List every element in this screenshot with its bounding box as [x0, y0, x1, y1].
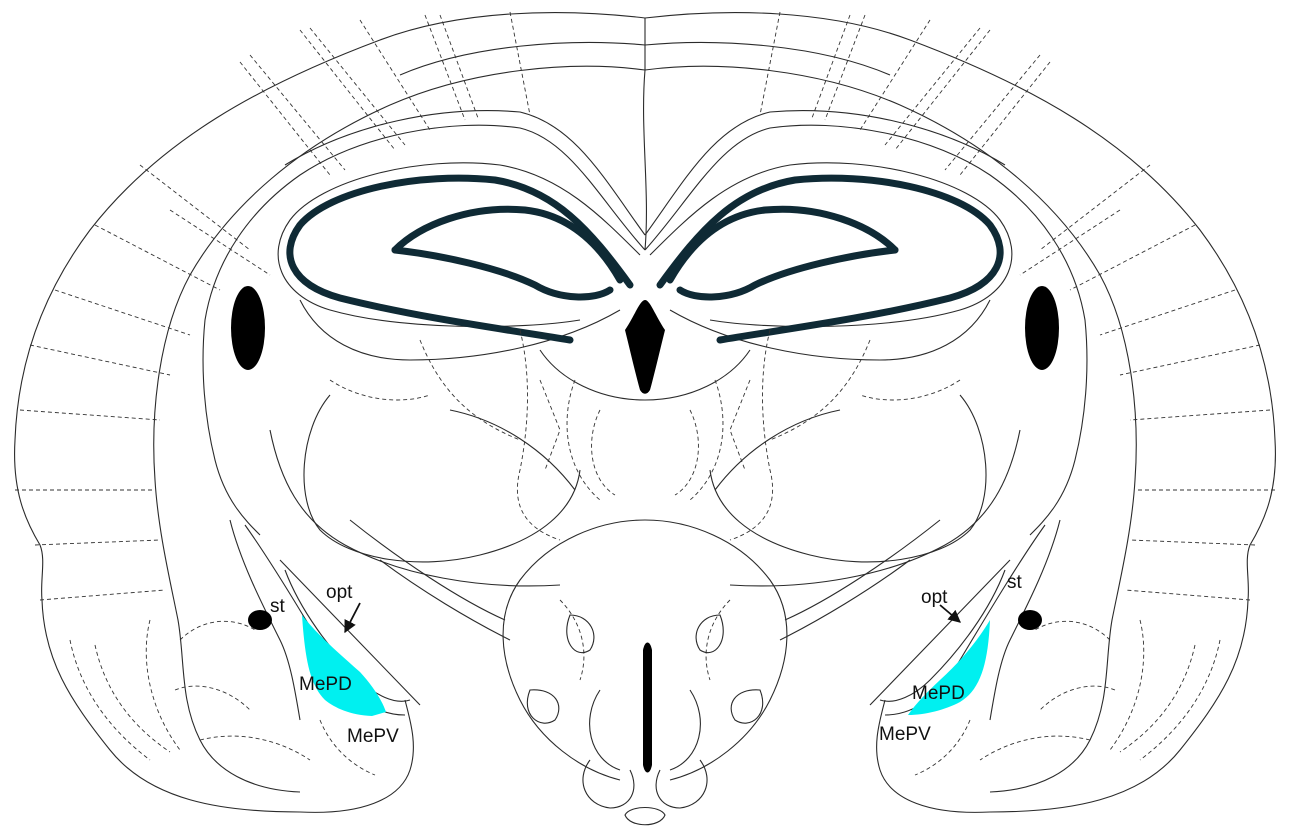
left-stria-terminalis	[248, 610, 272, 630]
third-ventricle	[625, 300, 665, 394]
left-mepd-region	[302, 615, 386, 716]
left-opt-arrow	[345, 603, 360, 632]
left-lateral-ventricle	[231, 286, 265, 370]
left-st-label: st	[270, 596, 286, 617]
left-mepd-label: MePD	[299, 674, 352, 695]
right-mepv-label: MePV	[879, 724, 931, 745]
right-st-label: st	[1007, 572, 1023, 593]
midline	[625, 18, 665, 825]
ventral-third-ventricle	[643, 643, 652, 773]
right-mepd-label: MePD	[912, 683, 965, 704]
left-opt-label: opt	[326, 582, 353, 603]
right-opt-label: opt	[921, 587, 948, 608]
left-cortical-divisions	[15, 12, 530, 600]
left-mepv-label: MePV	[347, 726, 399, 747]
left-dentate-gyrus	[395, 209, 620, 280]
